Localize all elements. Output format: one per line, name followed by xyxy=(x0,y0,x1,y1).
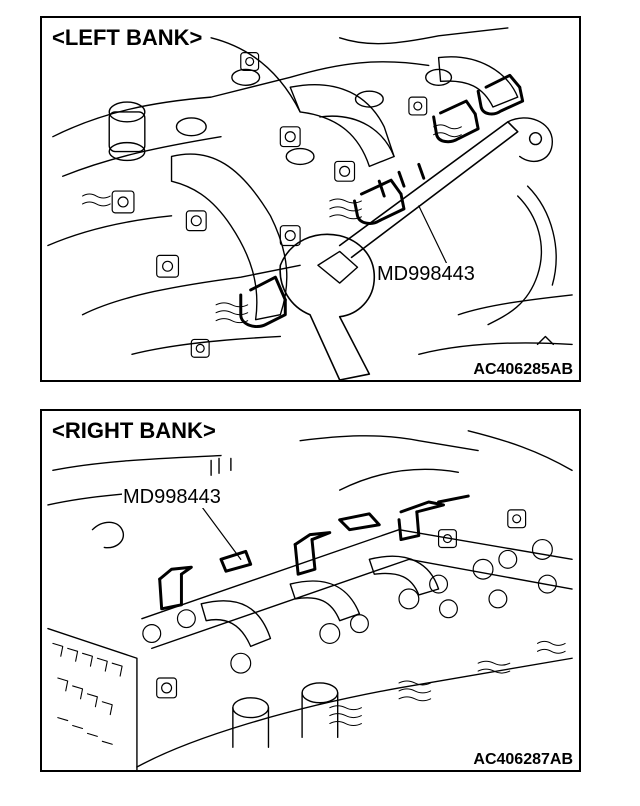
left-figure-code: AC406285AB xyxy=(471,361,575,379)
left-bank-title: <LEFT BANK> xyxy=(50,25,205,50)
right-bank-title: <RIGHT BANK> xyxy=(50,418,218,443)
left-bank-engine-drawing xyxy=(47,27,573,380)
left-tool-label: MD998443 xyxy=(376,263,476,285)
right-figure-code: AC406287AB xyxy=(471,751,575,769)
right-bank-panel: <RIGHT BANK> MD998443 AC406287AB xyxy=(40,409,581,772)
right-bank-engine-drawing xyxy=(47,430,573,770)
right-tool-label: MD998443 xyxy=(122,486,222,508)
left-bank-panel: <LEFT BANK> MD998443 AC406285AB xyxy=(40,16,581,382)
